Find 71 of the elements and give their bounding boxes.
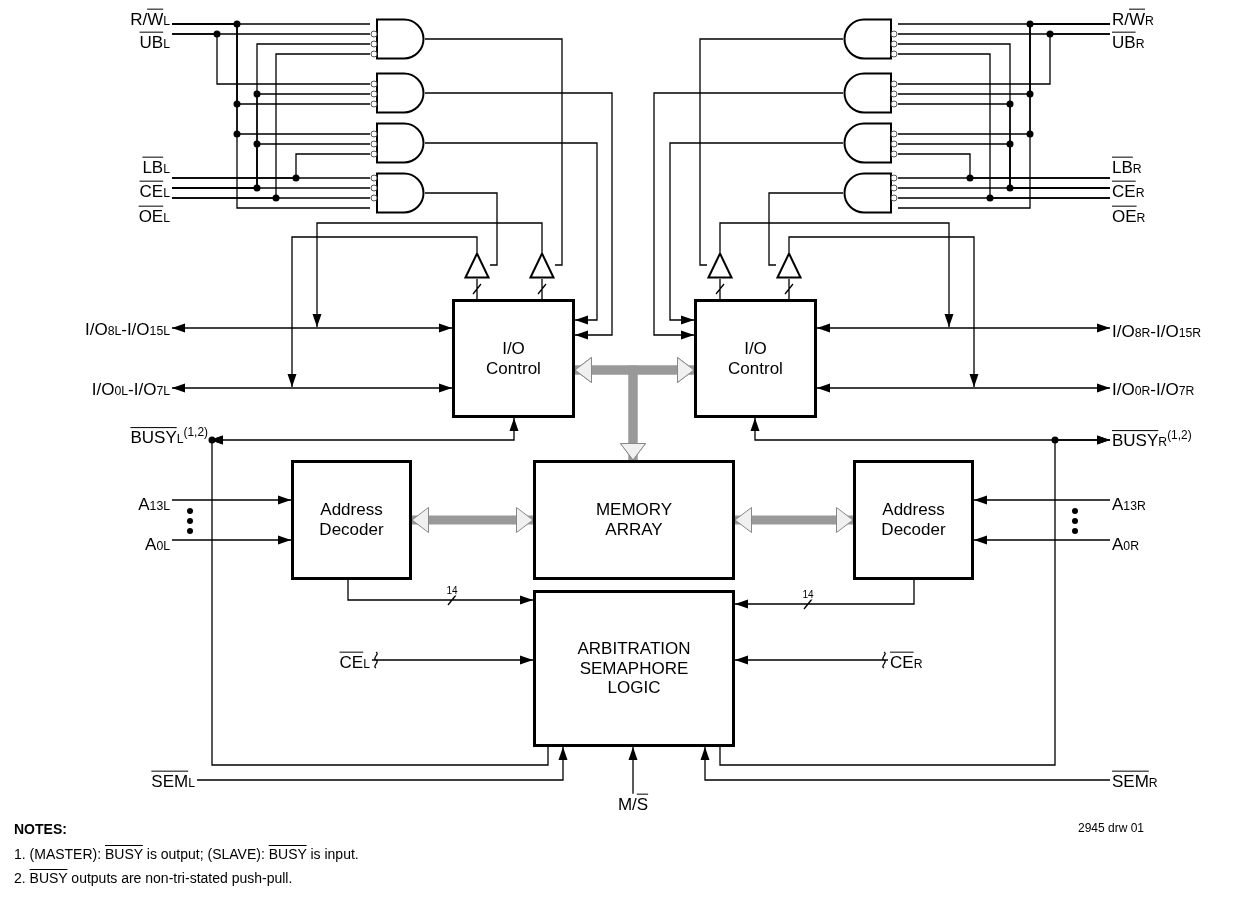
signal-line [897,197,1111,199]
and-gate-symbol [843,172,898,214]
arrow [653,92,844,340]
arrow [171,535,292,545]
signal-line [472,278,482,300]
arbitration-logic-block: ARBITRATION SEMAPHORE LOGIC [533,590,735,747]
signal-line [768,192,844,266]
arrow [734,651,889,669]
arrow [669,142,844,325]
arrow [287,236,478,388]
bus-arrow [734,507,854,533]
note-text: 1. (MASTER): BUSY is output; (SLAVE): BUSY is input. [14,846,359,862]
arrow [209,435,549,766]
arrow [312,222,543,328]
and-gate-symbol [843,122,898,164]
signal-line [897,187,1111,189]
bus-arrow [620,357,695,461]
arrow [424,92,613,340]
signal-line [171,187,371,189]
note-text: 2. BUSY outputs are non-tri-stated push-pull. [14,870,293,886]
arrow [171,495,292,505]
signal-line [784,278,794,300]
signal-line [699,38,844,266]
edge-label: 14 [801,588,815,600]
buffer-symbol [776,252,802,279]
arrow [816,383,1111,393]
notes-heading: NOTES: [14,821,67,837]
address-decoder-block: Address Decoder [291,460,412,580]
arrow [196,746,568,781]
buffer-symbol [707,252,733,279]
signal-line [171,177,371,179]
arrow [788,236,979,388]
io-control-block: I/O Control [452,299,575,418]
and-gate-symbol [843,72,898,114]
signal-line [424,192,498,266]
signal-line [897,33,1111,85]
and-gate-symbol [370,72,425,114]
signal-line [171,197,371,199]
bus-arrow [411,507,534,533]
arrow [628,746,638,795]
arrow [719,222,954,328]
arrow [371,651,534,669]
signal-line [897,23,1111,209]
signal-line [171,23,371,209]
buffer-symbol [464,252,490,279]
arrow [424,142,598,325]
arrow [347,579,534,606]
buffer-symbol [529,252,555,279]
arrow [973,495,1111,505]
signal-line [715,278,725,300]
arrow [973,535,1111,545]
drawing-number: 2945 drw 01 [1078,821,1145,835]
memory-array-block: MEMORY ARRAY [533,460,735,580]
and-gate-symbol [843,18,898,60]
signal-line [897,177,1111,179]
arrow [719,435,1111,766]
arrow [734,579,915,610]
and-gate-symbol [370,18,425,60]
signal-line [424,38,563,266]
and-gate-symbol [370,122,425,164]
signal-line [537,278,547,300]
arrow [171,383,453,393]
arrow [700,746,1111,781]
arrow [171,323,453,333]
and-gate-symbol [370,172,425,214]
io-control-block: I/O Control [694,299,817,418]
arrow [816,323,1111,333]
address-decoder-block: Address Decoder [853,460,974,580]
signal-label: M/S [617,795,649,815]
edge-label: 14 [445,584,459,596]
signal-line [171,33,371,85]
